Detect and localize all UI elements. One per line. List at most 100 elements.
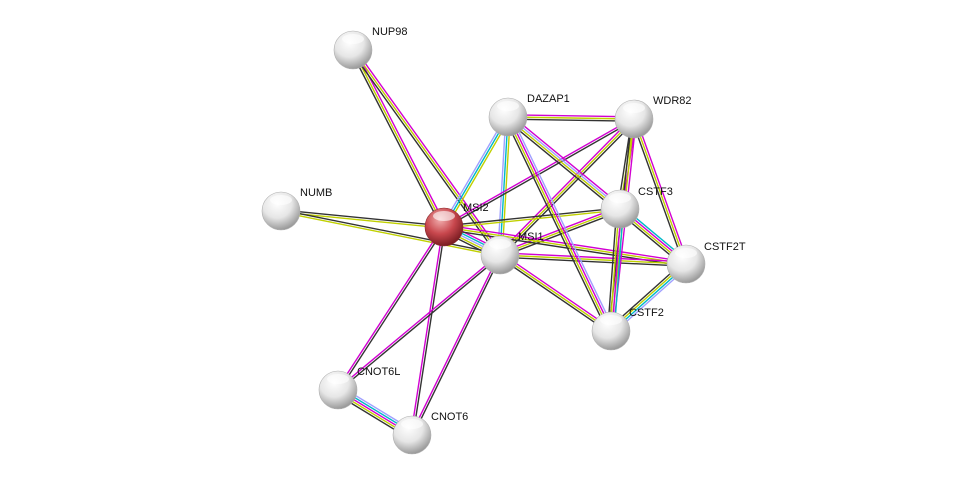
node-highlight [401, 419, 423, 429]
edge-line-experiments [497, 116, 633, 254]
edge-line-textmining [444, 209, 621, 229]
node-highlight [609, 193, 631, 203]
edge-line-textmining [499, 254, 687, 265]
edge-NUMB-MSI2[interactable] [280, 209, 445, 229]
edge-line-textmining [443, 226, 687, 265]
edge-line-databases [613, 209, 624, 332]
edge-WDR82-CSTF2T[interactable] [631, 118, 689, 265]
node-highlight [342, 34, 364, 44]
node-highlight [600, 315, 622, 325]
edge-line-experiments [410, 254, 500, 435]
node-cnot6[interactable]: CNOT6 [392, 411, 468, 455]
edge-line-coexpression [504, 118, 609, 333]
edge-line-coexpression [281, 209, 445, 227]
node-cstf3[interactable]: CSTF3 [600, 186, 673, 229]
edge-MSI2-DAZAP1[interactable] [441, 115, 511, 229]
node-label: CNOT6 [431, 411, 468, 423]
edge-line-textmining [445, 117, 511, 229]
node-cstf2t[interactable]: CSTF2T [666, 241, 746, 284]
edge-line-coexpression [281, 209, 501, 255]
edge-NUP98-MSI2[interactable] [350, 48, 447, 229]
node-label: CSTF2 [629, 307, 664, 319]
edge-MSI1-CSTF2T[interactable] [499, 252, 687, 267]
edge-MSI2-CNOT6L[interactable] [336, 226, 446, 391]
edge-line-textmining [633, 118, 687, 265]
edge-line-textmining [501, 117, 511, 256]
node-wdr82[interactable]: WDR82 [614, 95, 692, 139]
edge-line-textmining [506, 117, 611, 332]
node-cstf2[interactable]: CSTF2 [591, 307, 664, 351]
edge-line-coexpression [631, 119, 685, 265]
edge-line-experiments [410, 226, 444, 435]
node-label: MSI2 [463, 202, 489, 214]
node-nup98[interactable]: NUP98 [333, 26, 407, 70]
node-highlight [497, 101, 519, 111]
edge-MSI1-WDR82[interactable] [497, 116, 637, 258]
edge-line-textmining [609, 208, 620, 331]
node-label: CSTF2T [704, 241, 746, 253]
edge-line-coexpression [507, 118, 634, 122]
edge-MSI1-CNOT6[interactable] [410, 254, 502, 436]
node-label: WDR82 [653, 95, 692, 107]
node-highlight [623, 103, 645, 113]
node-dazap1[interactable]: DAZAP1 [488, 93, 570, 137]
edge-MSI2-CNOT6[interactable] [410, 226, 446, 436]
edge-CSTF3-CSTF2[interactable] [607, 208, 624, 332]
edge-MSI1-CNOT6L[interactable] [336, 253, 502, 392]
edge-line-textmining [499, 118, 635, 256]
edge-line-textmining [499, 254, 612, 332]
node-label: CSTF3 [638, 186, 673, 198]
edge-line-databases [499, 116, 509, 256]
edge-line-experiments [509, 113, 623, 207]
edge-line-coexpression [350, 50, 499, 257]
edge-line-coexpression [498, 256, 611, 334]
edge-line-coexpression [607, 208, 618, 331]
edge-line-homology [508, 115, 622, 209]
edge-MSI1-CSTF2[interactable] [498, 252, 613, 334]
edge-DAZAP1-CSTF3[interactable] [505, 113, 623, 213]
edge-line-experiments [500, 252, 687, 263]
edge-line-textmining [506, 117, 620, 211]
edge-line-coexpression [350, 50, 443, 229]
edge-line-coexpression [412, 227, 446, 436]
node-cnot6l[interactable]: CNOT6L [318, 366, 400, 410]
node-highlight [675, 248, 697, 258]
node-label: NUP98 [372, 26, 407, 38]
node-numb[interactable]: NUMB [261, 187, 332, 231]
edge-line-databases [443, 116, 509, 228]
edge-line-coexpression [501, 120, 637, 258]
edge-line-homology [441, 115, 507, 227]
edge-line-coexpression [505, 119, 619, 213]
edge-line-textmining [352, 49, 445, 228]
node-msi1[interactable]: MSI1 [480, 231, 544, 275]
edge-line-experiments [500, 252, 613, 330]
edge-line-homology [510, 115, 615, 330]
edge-line-textmining [280, 211, 500, 257]
edge-NUP98-MSI1[interactable] [350, 48, 503, 257]
edge-line-experiments [508, 116, 613, 331]
edge-line-coexpression [338, 227, 446, 391]
edge-DAZAP1-CSTF2[interactable] [504, 115, 615, 333]
edge-line-experiments [336, 253, 500, 390]
edge-line-coexpression [443, 207, 620, 227]
node-label: DAZAP1 [527, 93, 570, 105]
edge-line-textmining [352, 49, 501, 256]
node-highlight [489, 239, 511, 249]
edge-line-experiments [354, 48, 503, 255]
node-highlight [270, 195, 292, 205]
node-highlight [327, 374, 349, 384]
edge-line-coexpression [338, 255, 502, 392]
edge-MSI2-CSTF3[interactable] [443, 207, 621, 229]
node-label: MSI1 [518, 231, 544, 243]
node-label: NUMB [300, 187, 332, 199]
edge-line-experiments [611, 209, 622, 332]
edge-DAZAP1-WDR82[interactable] [507, 114, 635, 122]
edge-line-experiments [508, 114, 635, 118]
node-msi2[interactable]: MSI2 [424, 202, 489, 247]
edge-line-coexpression [499, 256, 686, 267]
edge-MSI1-DAZAP1[interactable] [497, 116, 511, 256]
edge-line-homology [497, 116, 507, 255]
edge-NUMB-MSI1[interactable] [280, 209, 501, 257]
